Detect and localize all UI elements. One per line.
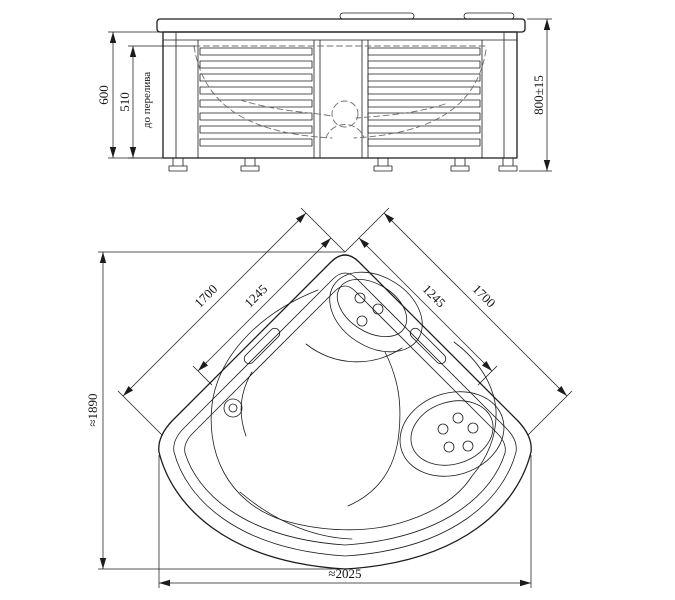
dimension-800: 800±15 xyxy=(519,18,552,172)
dim-label-800: 800±15 xyxy=(531,75,546,115)
dimension-1700-left: 1700 xyxy=(117,207,346,436)
grab-slot-right xyxy=(409,327,447,365)
dim-label-1245-left: 1245 xyxy=(241,281,270,310)
dim-label-1245-right: 1245 xyxy=(420,281,449,310)
extension-lines-510 xyxy=(128,45,195,159)
dimension-2025: ≈2025 xyxy=(158,455,532,588)
elevation-hidden-pump xyxy=(331,100,359,128)
dimension-510: 510 до перелива xyxy=(117,45,195,159)
elevation-top-panel-left xyxy=(339,12,415,20)
plan-drain xyxy=(223,398,243,418)
extension-lines-1700-right xyxy=(344,207,573,436)
elevation-body xyxy=(162,31,518,159)
elevation-hidden-basin-profile xyxy=(193,45,487,139)
elevation-louvers-left xyxy=(199,47,313,147)
dimension-line-1245-left xyxy=(197,237,332,372)
upper-headrest-hole xyxy=(356,315,368,327)
dim-label-1700-left: 1700 xyxy=(191,281,220,310)
elevation-feet xyxy=(168,157,518,172)
extension-line-1245-left xyxy=(192,365,213,386)
extension-lines-1700-left xyxy=(117,207,346,436)
dim-label-1890: ≈1890 xyxy=(85,393,100,426)
dimension-line-1700-left xyxy=(122,212,307,397)
right-headrest-hole xyxy=(452,412,464,424)
plan-basin-top-edge xyxy=(184,285,506,546)
plan-rim-inner-edge xyxy=(173,272,517,557)
right-headrest-hole xyxy=(467,422,479,434)
extension-lines-2025 xyxy=(158,455,532,588)
extension-lines-1890 xyxy=(98,251,345,570)
dimension-line-1700-right xyxy=(383,212,568,397)
drain-outer-circle xyxy=(223,398,243,418)
elevation-top-panel-right xyxy=(463,12,515,20)
dim-label-510: 510 xyxy=(117,92,132,112)
elevation-louvers-right xyxy=(367,47,481,147)
right-headrest-hole xyxy=(462,440,474,452)
dimension-1245-left: 1245 xyxy=(192,237,332,386)
dim-label-600: 600 xyxy=(96,85,111,105)
dimension-1890: ≈1890 xyxy=(85,251,345,570)
elevation-dimensions: 600 510 до перелива 800±15 xyxy=(96,18,552,172)
plan-seat-contours xyxy=(239,343,403,540)
elevation-frame-lines xyxy=(162,31,518,159)
elevation-rim xyxy=(156,18,526,33)
upper-headrest-hole xyxy=(354,292,366,304)
right-headrest-hole xyxy=(443,441,455,453)
upper-headrest-hole xyxy=(372,303,384,315)
drain-inner-circle xyxy=(228,403,238,413)
elevation-view xyxy=(156,12,526,172)
plan-view xyxy=(158,254,532,570)
dim-label-2025: ≈2025 xyxy=(328,566,361,581)
right-headrest-hole xyxy=(437,423,449,435)
dim-label-1700-right: 1700 xyxy=(470,281,499,310)
plan-outer-rim xyxy=(158,254,532,570)
plan-basin-contour xyxy=(210,289,497,531)
grab-slot-left xyxy=(243,327,281,365)
overflow-note-label: до перелива xyxy=(141,72,153,128)
right-headrest xyxy=(410,400,494,466)
